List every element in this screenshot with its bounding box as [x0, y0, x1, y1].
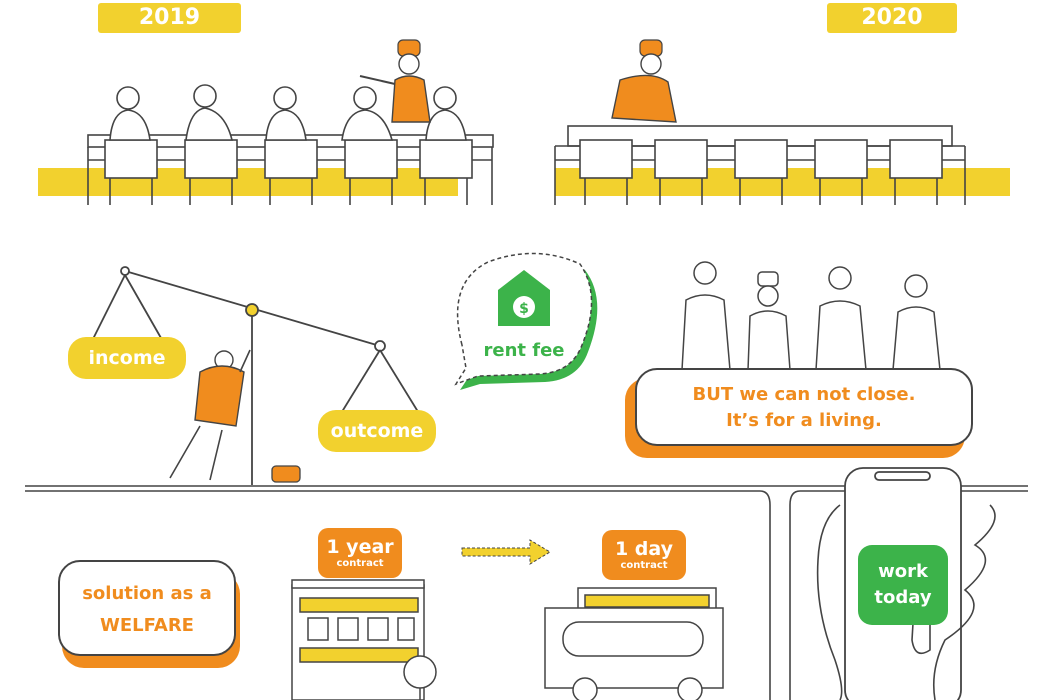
arrow-icon — [461, 539, 551, 565]
building-illustration — [291, 579, 437, 700]
chairs-2019 — [104, 139, 473, 205]
work-today-line2: today — [874, 587, 932, 608]
year-label-2020: 2020 — [827, 3, 957, 33]
chef-2020 — [611, 39, 677, 123]
pot-icon — [271, 465, 301, 483]
chef-2019 — [359, 39, 431, 123]
contract-year-small: contract — [336, 558, 384, 569]
contract-tag-1-day: 1 day contract — [602, 530, 686, 580]
year-label-2019: 2019 — [98, 3, 241, 33]
svg-text:$: $ — [519, 301, 529, 317]
hand-illustration — [816, 504, 996, 700]
food-truck-illustration — [544, 587, 724, 700]
worker-figure — [169, 349, 251, 481]
staff-message-line2: It’s for a living. — [726, 410, 882, 431]
contract-day-small: contract — [620, 560, 668, 571]
contract-year-big: 1 year — [326, 536, 394, 558]
outcome-pan: outcome — [318, 410, 436, 452]
staff-figures — [681, 261, 941, 371]
diners-2019 — [109, 84, 467, 141]
dollar-house-icon: $ — [498, 270, 550, 326]
solution-line1: solution as a — [82, 583, 212, 604]
contract-day-big: 1 day — [614, 538, 674, 560]
rent-fee-label: rent fee — [483, 340, 565, 361]
balance-scale — [89, 266, 421, 485]
staff-message-line1: BUT we can not close. — [692, 384, 916, 405]
work-today-line1: work — [878, 561, 928, 582]
income-pan: income — [68, 337, 186, 379]
solution-card: solution as a WELFARE — [58, 560, 236, 656]
solution-line2: WELFARE — [100, 615, 194, 636]
chairs-2020 — [579, 139, 943, 205]
contract-tag-1-year: 1 year contract — [318, 528, 402, 578]
work-today-button[interactable]: work today — [858, 545, 948, 625]
staff-message-card: BUT we can not close. It’s for a living. — [635, 368, 973, 446]
